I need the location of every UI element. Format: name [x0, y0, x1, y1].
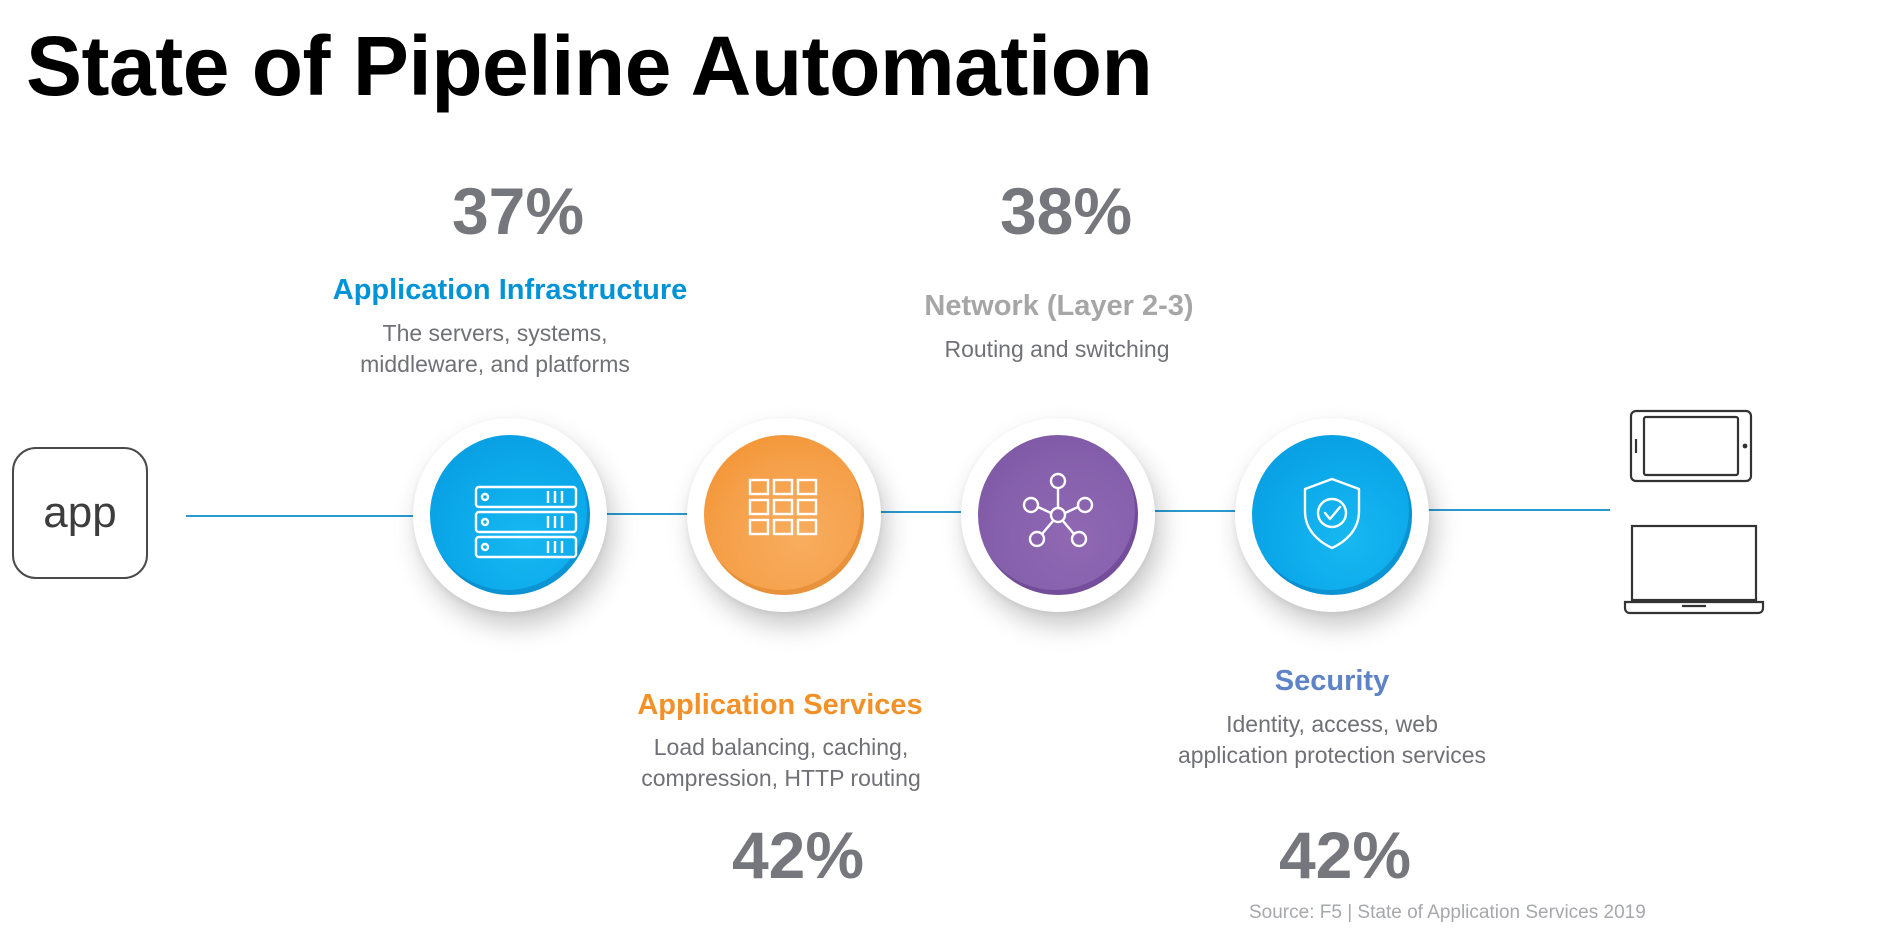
shield-check-icon [1303, 477, 1361, 550]
laptop-icon [1623, 524, 1765, 615]
stage-heading-network: Network (Layer 2-3) [924, 290, 1194, 322]
stage-node-network [961, 418, 1155, 612]
stage-percent-network: 38% [999, 174, 1133, 248]
source-note: Source: F5 | State of Application Servic… [1249, 902, 1646, 923]
stage-description-security: Identity, access, web application protec… [1177, 711, 1487, 768]
stage-description-network: Routing and switching [944, 336, 1170, 362]
stage-percent-security: 42% [1278, 818, 1412, 892]
stage-node-app-services [687, 418, 881, 612]
stage-description-app-infrastructure: The servers, systems, middleware, and pl… [360, 320, 630, 377]
stage-heading-app-services: Application Services [637, 689, 923, 721]
stage-heading-security: Security [1274, 665, 1390, 697]
tablet-icon [1629, 409, 1753, 483]
app-box: app [12, 447, 148, 579]
pipeline-line-segment [1148, 510, 1238, 512]
app-label: app [43, 488, 117, 537]
stage-node-app-infrastructure [413, 418, 607, 612]
stage-percent-app-services: 42% [731, 818, 865, 892]
grid-blocks-icon [748, 478, 818, 536]
stage-description-app-services: Load balancing, caching, compression, HT… [641, 734, 921, 791]
stage-percent-app-infrastructure: 37% [451, 174, 585, 248]
pipeline-line-segment [874, 511, 964, 513]
pipeline-line-segment [1424, 509, 1610, 511]
pipeline-line-segment [186, 515, 416, 517]
pipeline-line-segment [600, 513, 690, 515]
network-hub-icon [1022, 472, 1094, 548]
stage-heading-app-infrastructure: Application Infrastructure [332, 274, 688, 306]
server-rack-icon [474, 485, 578, 559]
stage-node-security [1235, 418, 1429, 612]
slide-title: State of Pipeline Automation [26, 19, 1153, 113]
